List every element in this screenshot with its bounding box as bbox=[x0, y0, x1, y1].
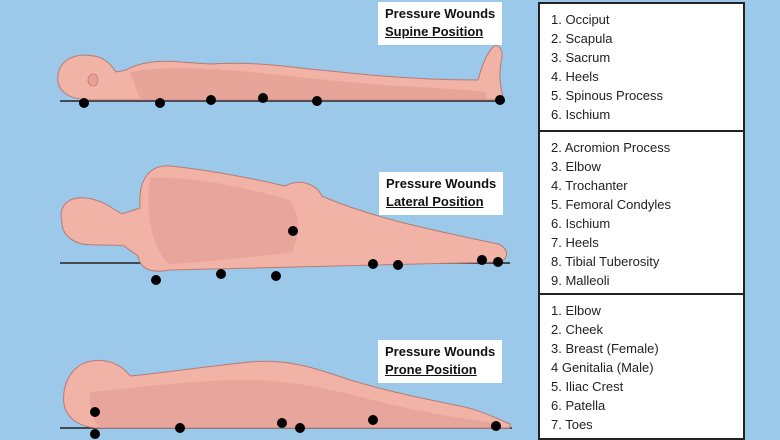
supine-body bbox=[57, 45, 505, 101]
prone-point bbox=[175, 423, 185, 433]
lateral-point bbox=[477, 255, 487, 265]
supine-title: Pressure Wounds Supine Position bbox=[378, 2, 503, 45]
list-item: 3. Breast (Female) bbox=[551, 341, 659, 356]
lateral-figure bbox=[60, 165, 510, 285]
prone-point bbox=[90, 407, 100, 417]
lateral-list-box: 2. Acromion Process 3. Elbow 4. Trochant… bbox=[538, 130, 745, 295]
prone-point bbox=[368, 415, 378, 425]
supine-body-shade bbox=[130, 68, 486, 99]
prone-list: 1. Elbow 2. Cheek 3. Breast (Female) 4 G… bbox=[540, 295, 743, 434]
list-item: 1. Occiput bbox=[551, 12, 610, 27]
lateral-title-line1: Pressure Wounds bbox=[386, 176, 497, 191]
prone-title-line1: Pressure Wounds bbox=[385, 344, 496, 359]
lateral-title: Pressure Wounds Lateral Position bbox=[379, 172, 504, 215]
supine-point bbox=[312, 96, 322, 106]
lateral-title-line2: Lateral Position bbox=[386, 194, 484, 209]
prone-body-shade bbox=[89, 379, 501, 428]
lateral-point bbox=[288, 226, 298, 236]
lateral-point bbox=[216, 269, 226, 279]
supine-title-line1: Pressure Wounds bbox=[385, 6, 496, 21]
list-item: 4 Genitalia (Male) bbox=[551, 360, 654, 375]
lateral-point bbox=[368, 259, 378, 269]
supine-ear bbox=[87, 73, 99, 87]
list-item: 8. Tibial Tuberosity bbox=[551, 254, 660, 269]
supine-point bbox=[206, 95, 216, 105]
lateral-point bbox=[271, 271, 281, 281]
list-item: 6. Ischium bbox=[551, 216, 611, 231]
prone-list-box: 1. Elbow 2. Cheek 3. Breast (Female) 4 G… bbox=[538, 293, 745, 440]
list-item: 2. Acromion Process bbox=[551, 140, 671, 155]
list-item: 5. Spinous Process bbox=[551, 88, 664, 103]
prone-title: Pressure Wounds Prone Position bbox=[378, 340, 503, 383]
supine-title-line2: Supine Position bbox=[385, 24, 484, 39]
lateral-body-shade bbox=[148, 177, 298, 264]
lateral-point bbox=[151, 275, 161, 285]
list-item: 6. Patella bbox=[551, 398, 606, 413]
list-item: 1. Elbow bbox=[551, 303, 601, 318]
lateral-point bbox=[493, 257, 503, 267]
prone-point bbox=[277, 418, 287, 428]
list-item: 9. Malleoli bbox=[551, 273, 610, 288]
supine-point bbox=[495, 95, 505, 105]
prone-point bbox=[295, 423, 305, 433]
supine-point bbox=[258, 93, 268, 103]
prone-point bbox=[491, 421, 501, 431]
list-item: 2. Cheek bbox=[551, 322, 604, 337]
list-item: 3. Sacrum bbox=[551, 50, 611, 65]
prone-figure bbox=[60, 360, 512, 439]
list-item: 7. Heels bbox=[551, 235, 599, 250]
supine-point bbox=[79, 98, 89, 108]
list-item: 7. Toes bbox=[551, 417, 593, 432]
supine-list: 1. Occiput 2. Scapula 3. Sacrum 4. Heels… bbox=[540, 4, 743, 124]
lateral-list: 2. Acromion Process 3. Elbow 4. Trochant… bbox=[540, 132, 743, 290]
list-item: 5. Iliac Crest bbox=[551, 379, 624, 394]
prone-body bbox=[63, 360, 511, 429]
lateral-body bbox=[60, 165, 507, 272]
list-item: 4. Trochanter bbox=[551, 178, 628, 193]
supine-figure bbox=[57, 45, 505, 108]
list-item: 5. Femoral Condyles bbox=[551, 197, 671, 212]
supine-list-box: 1. Occiput 2. Scapula 3. Sacrum 4. Heels… bbox=[538, 2, 745, 132]
list-item: 3. Elbow bbox=[551, 159, 601, 174]
prone-point bbox=[90, 429, 100, 439]
lateral-point bbox=[393, 260, 403, 270]
list-item: 6. Ischium bbox=[551, 107, 611, 122]
prone-title-line2: Prone Position bbox=[385, 362, 477, 377]
list-item: 4. Heels bbox=[551, 69, 599, 84]
supine-point bbox=[155, 98, 165, 108]
list-item: 2. Scapula bbox=[551, 31, 613, 46]
